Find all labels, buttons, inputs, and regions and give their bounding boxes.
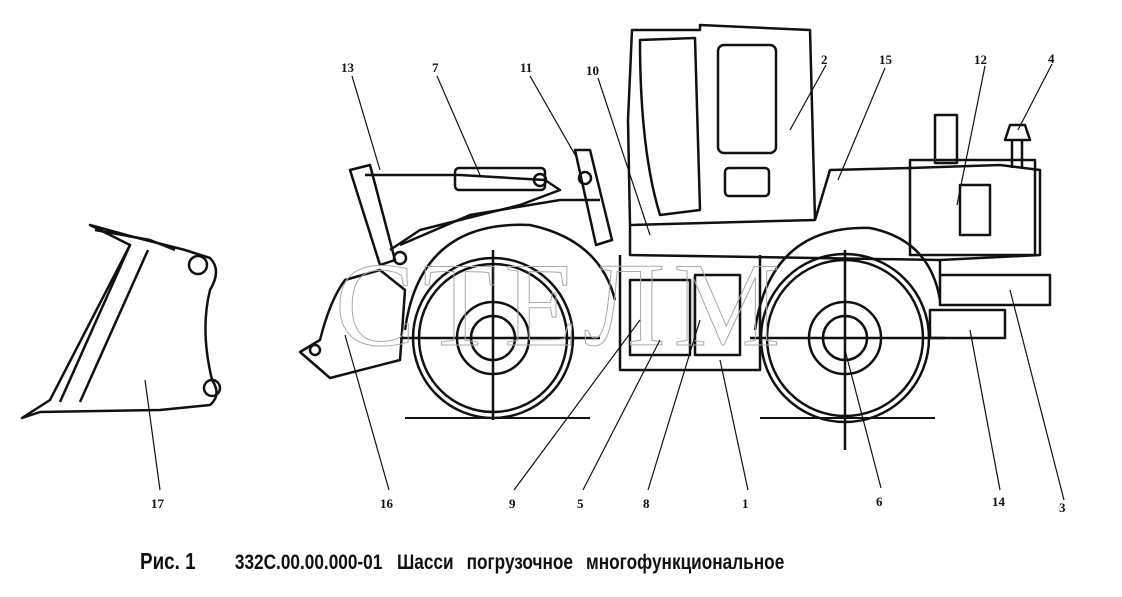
title-word: многофункциональное (586, 551, 785, 574)
figure-number: Рис. 1 (140, 548, 196, 574)
callout-16: 16 (380, 496, 394, 511)
front-wheel-drawing (400, 223, 617, 420)
title-word: Шасси (396, 551, 454, 574)
callout-6: 6 (876, 494, 883, 509)
watermark: СТЕЛМ (335, 238, 788, 371)
callout-5: 5 (577, 496, 584, 511)
callout-2: 2 (821, 52, 828, 67)
callout-11: 11 (520, 60, 532, 75)
boom-linkage-drawing (298, 148, 614, 380)
callout-17: 17 (151, 496, 165, 511)
callout-4: 4 (1048, 51, 1055, 66)
callout-15: 15 (879, 52, 893, 67)
callout-13: 13 (341, 60, 355, 75)
callout-14: 14 (992, 494, 1006, 509)
callout-7: 7 (432, 60, 439, 75)
cab-drawing (626, 23, 817, 227)
frame-engine-drawing (618, 113, 1052, 372)
figure-caption: Рис. 1 332С.00.00.000-01 Шасси погрузочн… (140, 548, 792, 575)
callout-3: 3 (1059, 500, 1066, 515)
callout-10: 10 (586, 63, 599, 78)
callout-8: 8 (643, 496, 650, 511)
callout-12: 12 (974, 52, 987, 67)
leader-lines (144, 63, 1065, 501)
callout-labels: 1 2 3 4 5 6 7 8 9 10 11 12 13 14 15 16 1… (151, 51, 1066, 515)
drawing-code: 332С.00.00.000-01 (234, 551, 383, 574)
bucket-17-drawing (20, 223, 222, 420)
title-word: погрузочное (466, 551, 574, 574)
callout-1: 1 (742, 496, 749, 511)
callout-9: 9 (509, 496, 516, 511)
